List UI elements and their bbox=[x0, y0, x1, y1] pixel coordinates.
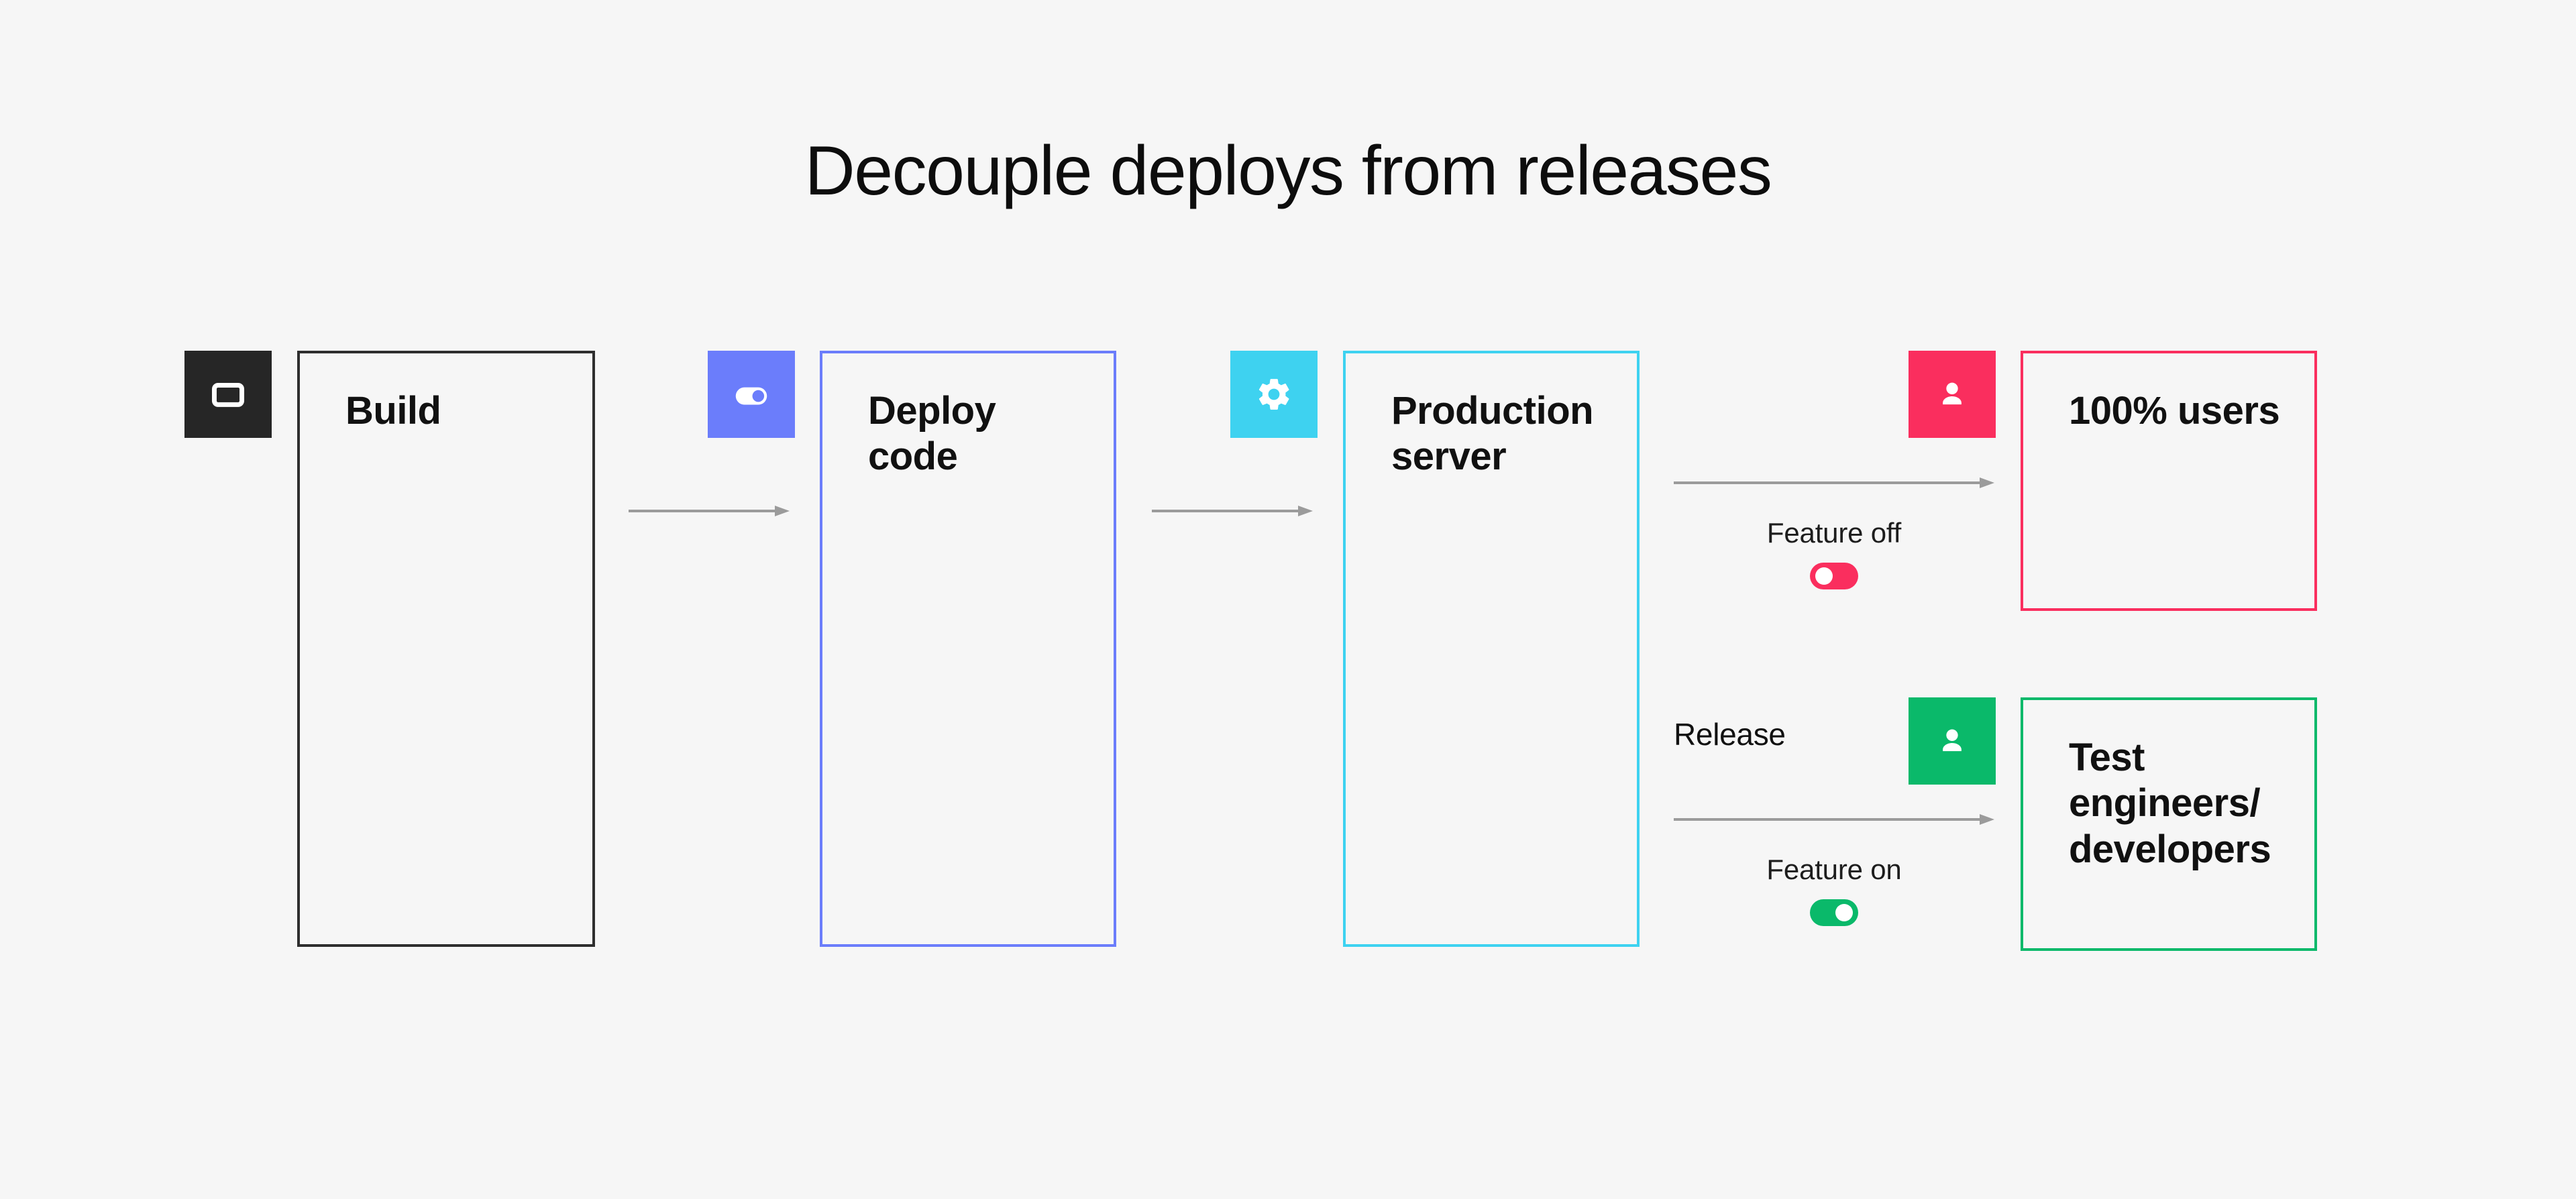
toggle-on-icon[interactable] bbox=[1810, 899, 1858, 926]
production-gear-icon-badge bbox=[1230, 351, 1318, 438]
stage-box-test-engineers-developers: Test engineers/ developers bbox=[2021, 697, 2317, 951]
window-icon bbox=[209, 376, 247, 413]
stage-box-deploy-code: Deploy code bbox=[820, 351, 1116, 947]
release-label: Release bbox=[1674, 717, 1786, 752]
deploy-toggle-icon-badge bbox=[708, 351, 795, 438]
testers-label-line3: developers bbox=[2069, 827, 2271, 871]
arrow-feature-on bbox=[1674, 813, 1994, 840]
production-server-label-line2: server bbox=[1391, 435, 1507, 479]
production-server-label-line1: Production bbox=[1391, 389, 1594, 433]
build-window-icon-badge bbox=[184, 351, 272, 438]
deploy-code-label-line2: code bbox=[868, 435, 958, 479]
page-title: Decouple deploys from releases bbox=[804, 132, 1772, 210]
deploy-code-label: Deploy code bbox=[868, 388, 1097, 480]
person-icon bbox=[1935, 377, 1970, 412]
person-icon bbox=[1935, 724, 1970, 758]
stage-box-100-percent-users: 100% users bbox=[2021, 351, 2317, 611]
toggle-on-knob bbox=[1835, 903, 1853, 921]
production-server-label: Production server bbox=[1391, 388, 1621, 480]
deploy-code-label-line1: Deploy bbox=[868, 389, 996, 433]
stage-box-production-server: Production server bbox=[1343, 351, 1640, 947]
testers-label-line1: Test bbox=[2069, 736, 2145, 779]
stage-box-build: Build bbox=[297, 351, 595, 947]
toggle-off-knob bbox=[1815, 567, 1833, 585]
feature-off-annotation: Feature off bbox=[1674, 515, 1994, 589]
gear-icon bbox=[1255, 376, 1293, 413]
toggle-on-icon bbox=[731, 374, 772, 415]
testers-person-icon-badge bbox=[1909, 697, 1996, 785]
arrow-build-to-deploy bbox=[629, 504, 790, 531]
toggle-off-icon[interactable] bbox=[1810, 562, 1858, 589]
testers-label: Test engineers/ developers bbox=[2069, 735, 2298, 872]
arrow-feature-off bbox=[1674, 476, 1994, 503]
users-label: 100% users bbox=[2069, 389, 2280, 433]
feature-off-label: Feature off bbox=[1766, 517, 1902, 549]
testers-label-line2: engineers/ bbox=[2069, 781, 2261, 825]
users-person-icon-badge bbox=[1909, 351, 1996, 438]
build-label: Build bbox=[345, 389, 441, 433]
arrow-deploy-to-production bbox=[1152, 504, 1313, 531]
feature-on-label: Feature on bbox=[1766, 854, 1902, 885]
feature-on-annotation: Feature on bbox=[1674, 852, 1994, 926]
